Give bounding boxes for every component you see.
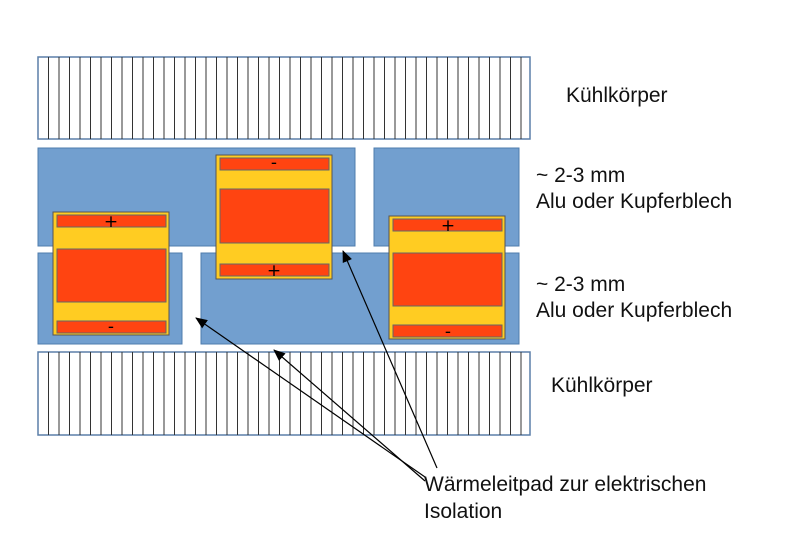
pad-arrows xyxy=(195,250,438,482)
thermal-pad-label-line2: Isolation xyxy=(424,500,502,523)
cell-left-top-sign: + xyxy=(104,212,118,232)
thermal-pad-label-line1: Wärmeleitpad zur elektrischen xyxy=(424,473,706,496)
peltier-cell-right: + - xyxy=(388,215,506,342)
cell-middle-bottom-sign: + xyxy=(267,261,281,281)
heatsink-bottom xyxy=(37,351,531,436)
heatsink-top-fins xyxy=(48,57,522,139)
plate-top-material-label: Alu oder Kupferblech xyxy=(536,190,732,213)
plate-top-thickness-label: ~ 2-3 mm xyxy=(536,164,625,187)
plate-bottom-thickness-label: ~ 2-3 mm xyxy=(536,273,625,296)
peltier-cell-left: + - xyxy=(52,211,170,337)
cell-right-top-sign: + xyxy=(441,216,455,236)
pad-arrow-1 xyxy=(195,317,426,478)
cell-left-bottom-sign: - xyxy=(108,317,114,337)
pad-arrow-2 xyxy=(273,349,426,482)
peltier-cell-middle: - + xyxy=(215,153,333,281)
heatsink-bottom-fins xyxy=(48,352,522,435)
heatsink-top-label: Kühlkörper xyxy=(566,84,668,107)
plate-bottom-material-label: Alu oder Kupferblech xyxy=(536,299,732,322)
cell-middle-top-sign: - xyxy=(271,153,277,173)
cell-right-bottom-sign: - xyxy=(445,322,451,342)
pad-arrow-3 xyxy=(342,250,438,469)
heatsink-top xyxy=(37,56,531,140)
heatsink-bottom-label: Kühlkörper xyxy=(551,374,653,397)
